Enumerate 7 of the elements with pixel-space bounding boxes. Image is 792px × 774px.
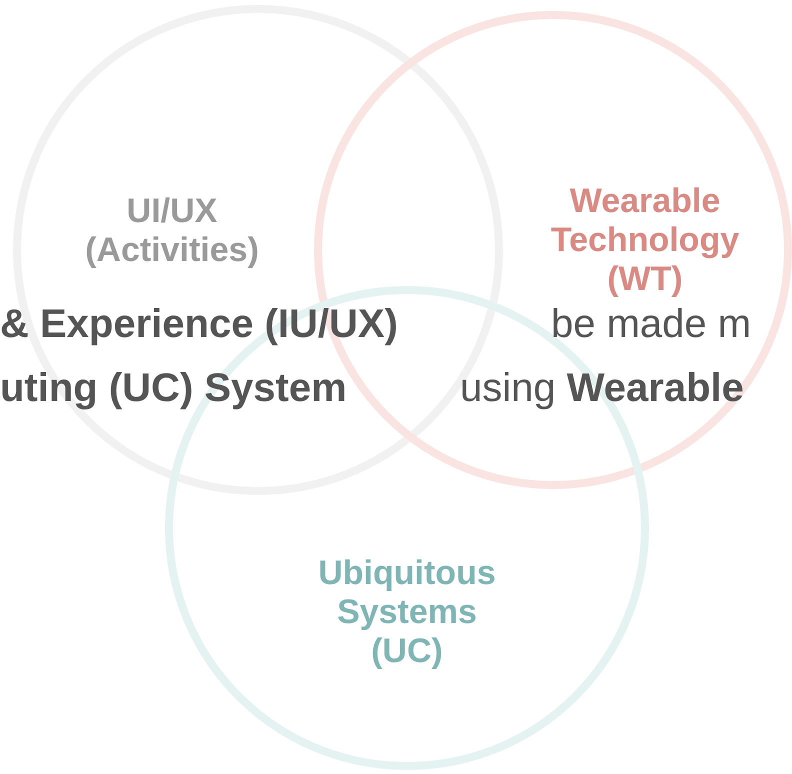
circle-label: Wearable Technology (WT)	[550, 182, 740, 299]
statement-text: uting (UC) System	[0, 365, 347, 412]
circle-label: UI/UX (Activities)	[84, 192, 260, 270]
statement-text: using Wearable	[460, 365, 744, 412]
circle-label: Ubiquitous Systems (UC)	[317, 554, 497, 671]
statement-text: be made m	[551, 301, 752, 348]
statement-text: & Experience (IU/UX)	[0, 301, 398, 348]
